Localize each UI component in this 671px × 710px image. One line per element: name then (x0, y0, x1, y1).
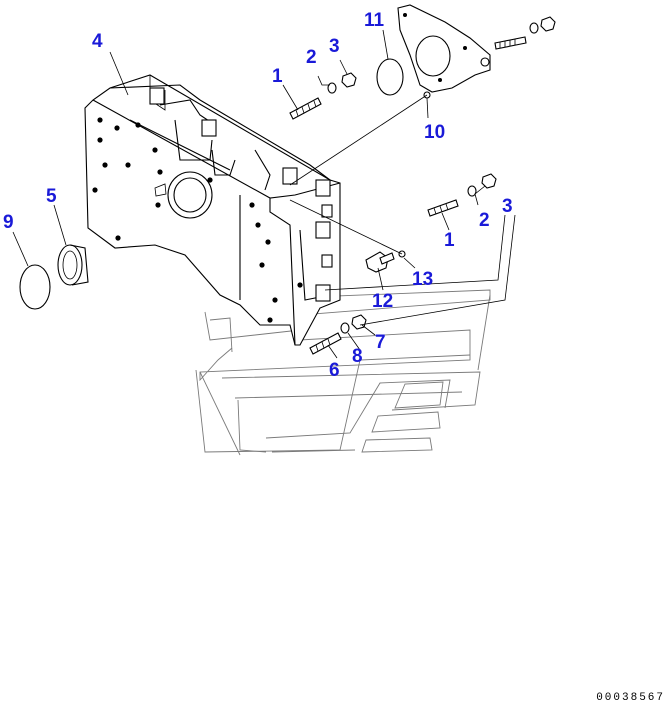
callout-12: 12 (372, 291, 393, 312)
callout-labels: 4 1 2 3 11 10 5 9 2 3 1 13 12 7 8 6 (3, 10, 513, 381)
elbow-fitting-part-12 (365, 250, 406, 273)
callout-3-right: 3 (502, 196, 513, 217)
callout-3-upper: 3 (329, 36, 340, 57)
ghost-chassis-outline (195, 289, 491, 456)
callout-2-upper: 2 (306, 47, 317, 68)
seal-part-5 (57, 244, 89, 286)
bracket-plate (397, 4, 491, 93)
document-number: 00038567 (596, 692, 665, 704)
ring-part-11 (376, 58, 404, 96)
callout-6: 6 (329, 360, 340, 381)
callout-1-right: 1 (444, 230, 455, 251)
callout-1-upper: 1 (272, 66, 283, 87)
callout-2-right: 2 (479, 210, 490, 231)
stud-washer-nut-upper-right (494, 16, 556, 50)
callout-4: 4 (92, 31, 103, 52)
callout-5: 5 (46, 186, 57, 207)
callout-9: 9 (3, 212, 14, 233)
stud-washer-nut-upper (289, 72, 357, 120)
callout-8: 8 (352, 346, 363, 367)
callout-13: 13 (412, 269, 433, 290)
o-ring-part-9 (19, 264, 51, 310)
callout-11: 11 (364, 10, 385, 31)
callout-10: 10 (424, 122, 445, 143)
callout-7: 7 (375, 332, 386, 353)
stud-washer-nut-lower-right (427, 173, 497, 217)
leader-lines (12, 29, 516, 359)
housing-frame-part-4 (84, 74, 341, 346)
